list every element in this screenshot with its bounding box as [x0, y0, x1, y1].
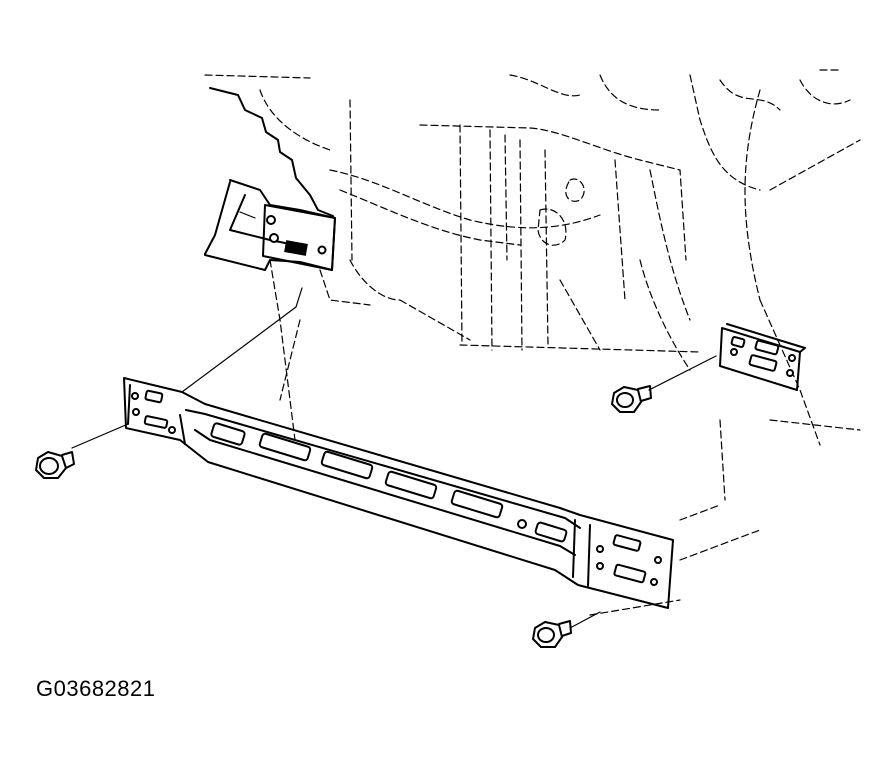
right-mounting-bracket [719, 323, 806, 391]
left-frame-rail [204, 87, 336, 271]
leader-lines [71, 287, 717, 629]
bolt-middle [611, 385, 652, 413]
engine-compartment-background [204, 69, 861, 616]
bolt-left [35, 451, 75, 479]
bolt-bottom [532, 620, 572, 648]
left-mounting-bracket [262, 204, 336, 271]
lower-crossmember [123, 377, 674, 609]
figure-id-label: G03682821 [36, 676, 156, 701]
